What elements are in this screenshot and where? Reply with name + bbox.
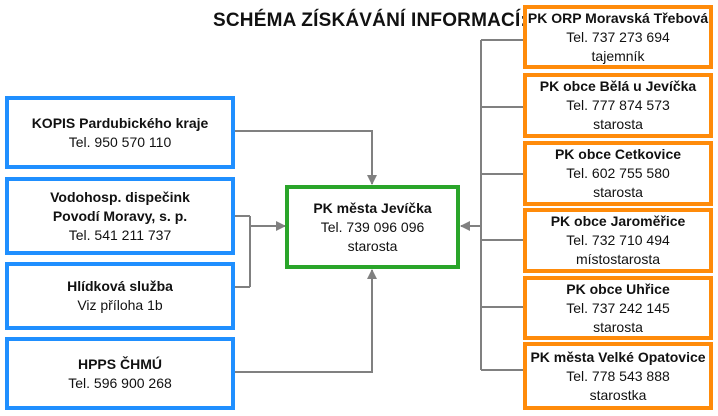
box-phone: Tel. 737 242 145 <box>566 299 670 316</box>
box-vodohosp-dispecink: Vodohosp. dispečink Povodí Moravy, s. p.… <box>5 177 235 255</box>
box-name: PK obce Uhřice <box>566 280 670 297</box>
box-hpps-chmu: HPPS ČHMÚ Tel. 596 900 268 <box>5 337 235 410</box>
diagram-title: SCHÉMA ZÍSKÁVÁNÍ INFORMACÍ: <box>213 10 527 31</box>
box-pk-obce-uhrice: PK obce Uhřice Tel. 737 242 145 starosta <box>523 276 713 340</box>
box-role: starosta <box>593 318 643 335</box>
box-phone: Tel. 737 273 694 <box>566 28 670 45</box>
box-name: PK ORP Moravská Třebová <box>527 9 709 26</box>
box-name-2: Povodí Moravy, s. p. <box>52 207 188 224</box>
box-phone: Tel. 602 755 580 <box>566 165 670 181</box>
box-pk-obce-jaromerice: PK obce Jaroměřice Tel. 732 710 494 míst… <box>523 208 713 273</box>
box-role: tajemník <box>591 47 645 64</box>
box-name: PK obce Cetkovice <box>554 146 682 162</box>
box-phone: Tel. 950 570 110 <box>68 133 172 150</box>
box-phone: Tel. 541 211 737 <box>68 226 172 243</box>
box-pk-mesta-jevicka: PK města Jevíčka Tel. 739 096 096 staros… <box>285 185 460 269</box>
box-role: starosta <box>593 116 643 132</box>
box-name: PK města Velké Opatovice <box>530 348 706 365</box>
connector-kopis <box>235 130 377 185</box>
box-pk-mesta-velke-opatovice: PK města Velké Opatovice Tel. 778 543 88… <box>523 342 713 410</box>
box-name: PK města Jevíčka <box>313 199 432 216</box>
box-phone: Tel. 777 874 573 <box>566 97 670 113</box>
connector-hpps <box>235 269 377 373</box>
box-name: PK obce Bělá u Jevíčka <box>539 78 697 94</box>
box-phone: Tel. 732 710 494 <box>566 232 670 248</box>
box-role: místostarosta <box>575 251 661 267</box>
box-pk-obce-cetkovice: PK obce Cetkovice Tel. 602 755 580 staro… <box>523 141 713 206</box>
box-role: starostka <box>589 386 647 403</box>
box-name: KOPIS Pardubického kraje <box>31 114 209 131</box>
box-name: HPPS ČHMÚ <box>77 355 162 372</box>
box-name: Vodohosp. dispečink <box>50 188 190 205</box>
box-name: Hlídková služba <box>67 278 173 294</box>
box-phone: Tel. 778 543 888 <box>566 367 670 384</box>
box-role: starosta <box>593 184 643 200</box>
box-pk-obce-bela-u-jevicka: PK obce Bělá u Jevíčka Tel. 777 874 573 … <box>523 73 713 138</box>
box-phone: Tel. 596 900 268 <box>68 374 172 391</box>
box-pk-orp-moravska-trebova: PK ORP Moravská Třebová Tel. 737 273 694… <box>523 5 713 69</box>
box-kopis: KOPIS Pardubického kraje Tel. 950 570 11… <box>5 96 235 169</box>
box-phone: Tel. 739 096 096 <box>320 218 425 235</box>
box-name: PK obce Jaroměřice <box>550 213 686 229</box>
box-role: starosta <box>347 237 398 254</box>
box-hlidkova-sluzba: Hlídková služba Viz příloha 1b <box>5 262 235 330</box>
box-note: Viz příloha 1b <box>77 297 163 313</box>
